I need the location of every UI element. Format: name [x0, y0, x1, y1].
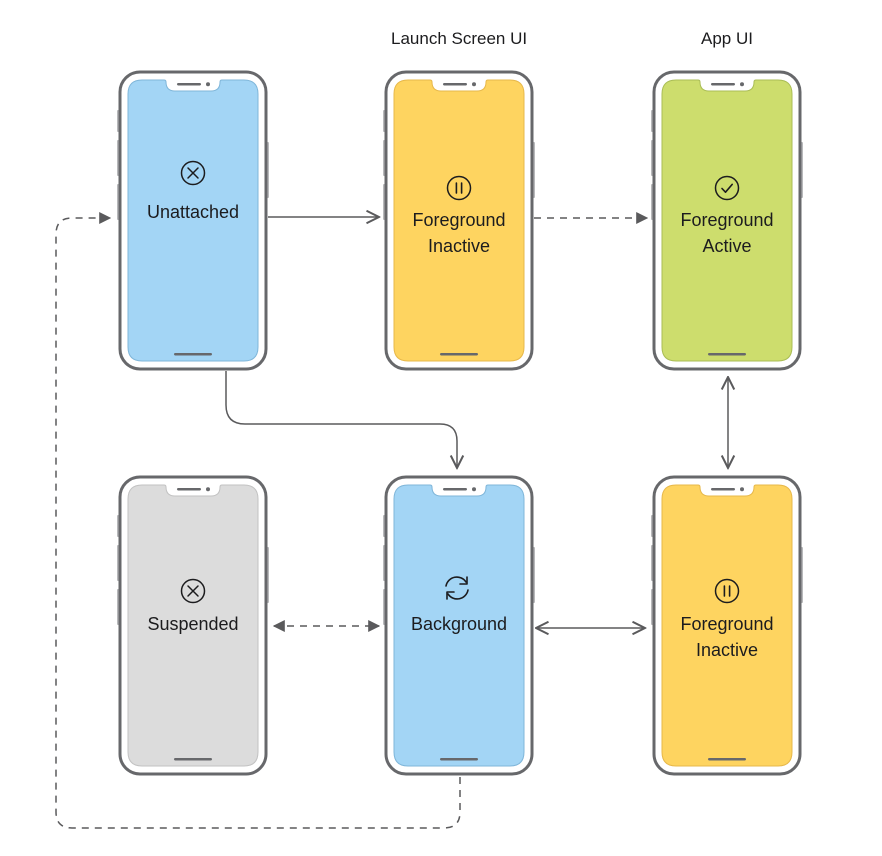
phone-unattached — [117, 70, 269, 371]
app-ui-header: App UI — [701, 29, 753, 48]
pause-circle-icon — [714, 578, 740, 604]
state-label-foreground-inactive-launch: Foreground Inactive — [412, 210, 506, 256]
state-label-foreground-inactive-app: Foreground Inactive — [680, 614, 774, 660]
screen-foreground-active — [661, 79, 793, 362]
screen-background — [393, 484, 525, 767]
screen-suspended — [127, 484, 259, 767]
state-label-unattached: Unattached — [146, 202, 240, 222]
state-label-suspended: Suspended — [147, 614, 239, 634]
phone-background — [383, 475, 535, 776]
screen-unattached — [127, 79, 259, 362]
phone-foreground-inactive-launch — [383, 70, 535, 371]
phone-foreground-inactive-app — [651, 475, 803, 776]
checkmark-circle-icon — [714, 175, 740, 201]
launch-screen-ui-header: Launch Screen UI — [391, 29, 528, 48]
pause-circle-icon — [446, 175, 472, 201]
screen-foreground-inactive-launch — [393, 79, 525, 362]
refresh-arrows-icon — [445, 576, 469, 600]
state-label-foreground-active: Foreground Active — [680, 210, 774, 256]
state-label-background: Background — [410, 614, 508, 634]
screen-foreground-inactive-app — [661, 484, 793, 767]
phone-foreground-active — [651, 70, 803, 371]
phone-suspended — [117, 475, 269, 776]
x-circle-icon — [180, 160, 206, 186]
x-circle-icon — [180, 578, 206, 604]
arrow-background-to-unattached-loop — [55, 212, 461, 829]
arrow-unattached-to-background — [225, 371, 457, 468]
